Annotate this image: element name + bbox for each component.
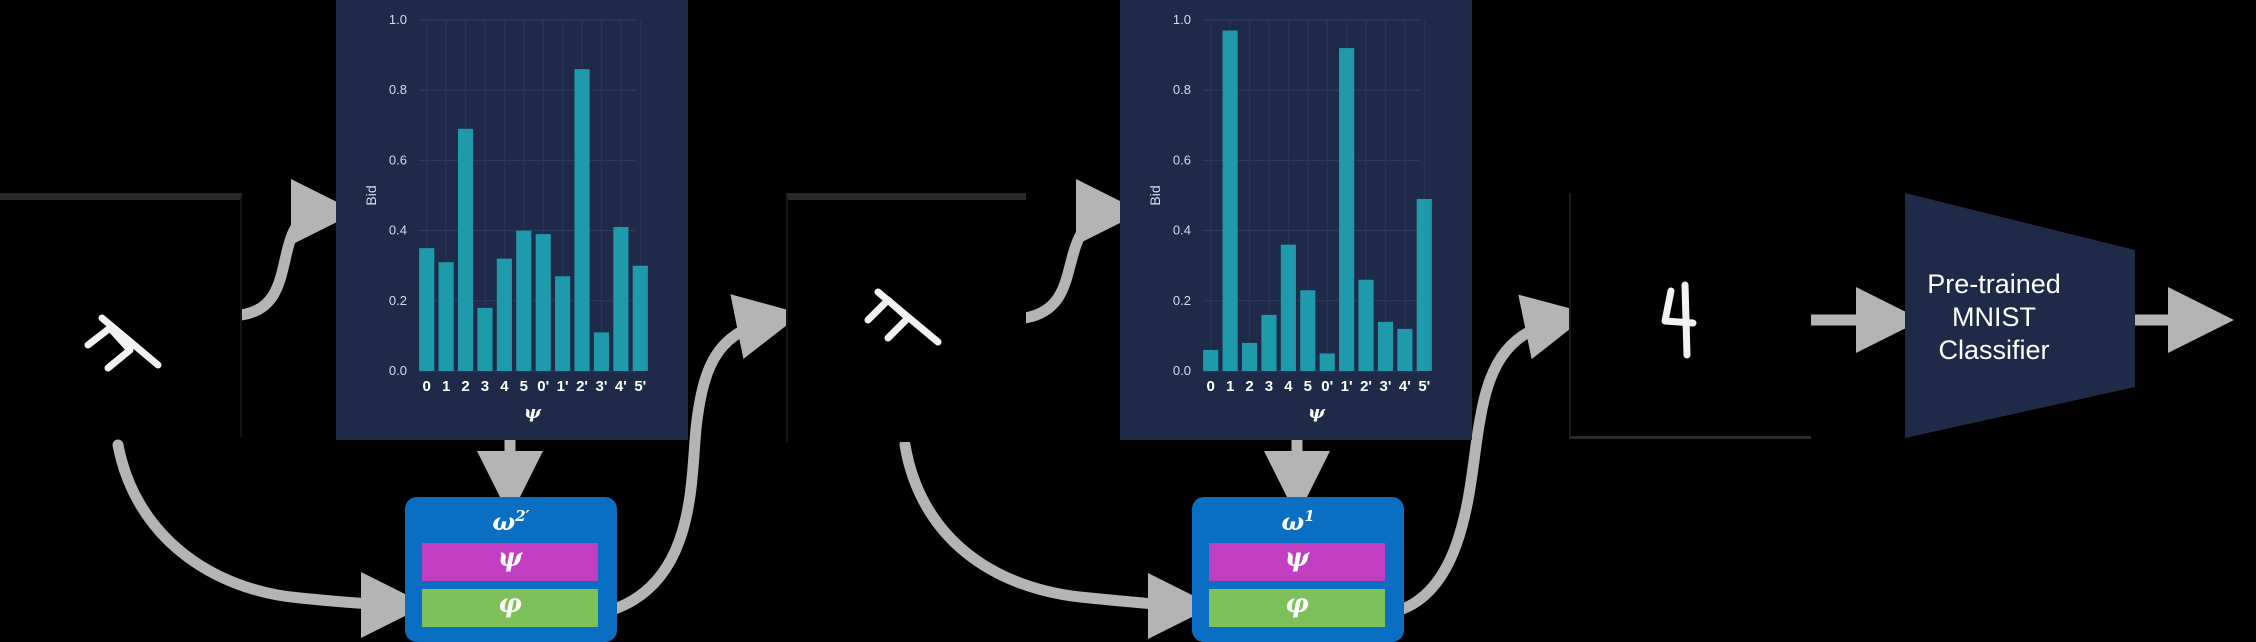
- x-tick-label: 0': [537, 378, 549, 395]
- bar-0: [1203, 349, 1219, 371]
- bar-2': [1358, 279, 1374, 371]
- bar-2': [574, 69, 590, 371]
- bar-3': [593, 332, 610, 371]
- y-tick-label: 0.6: [389, 152, 407, 167]
- x-tick-label: 4': [615, 378, 627, 395]
- bar-2: [457, 128, 474, 371]
- arrow-phi1-to-image2: [606, 294, 802, 616]
- classifier-label-line: MNIST: [1952, 302, 2036, 332]
- arrow-image1-to-chart1: [234, 179, 357, 321]
- x-tick-label: 4': [1399, 378, 1411, 395]
- output-digit-image: [1569, 193, 1811, 439]
- x-tick-label: 5': [634, 378, 646, 395]
- digit-four-upright-glyph: [1661, 281, 1697, 359]
- phi-block: φ: [422, 589, 598, 627]
- classifier-label: Pre-trained MNIST Classifier: [1910, 268, 2078, 367]
- x-tick-label: 3': [595, 378, 607, 395]
- digit-four-rotated-glyph: [84, 314, 162, 372]
- bar-5: [516, 230, 532, 371]
- agent-module-1: ω2′ ψ φ: [405, 497, 617, 642]
- bar-4': [613, 227, 629, 371]
- y-tick-label: 0.6: [1173, 152, 1191, 167]
- x-tick-label: 5: [1304, 378, 1312, 395]
- x-tick-label: 1': [557, 378, 569, 395]
- bar-3': [1377, 321, 1394, 371]
- y-tick-label: 0.0: [1173, 363, 1191, 378]
- bar-1': [1339, 48, 1355, 372]
- bar-4: [496, 258, 512, 371]
- x-tick-label: 3: [481, 378, 489, 395]
- y-tick-label: 0.8: [389, 82, 407, 97]
- y-tick-label: 0.4: [389, 223, 407, 238]
- x-tick-label: 5: [520, 378, 528, 395]
- y-tick-label: 1.0: [1173, 12, 1191, 27]
- bar-3: [1261, 314, 1277, 371]
- arrow-phi2-to-image3: [1394, 294, 1590, 616]
- bar-0: [419, 248, 435, 371]
- psi-block: ψ: [1209, 543, 1385, 581]
- x-tick-label: 2': [1360, 378, 1372, 395]
- bar-1: [438, 262, 454, 371]
- omega-label: ω1: [1281, 507, 1315, 536]
- x-tick-label: 0: [1207, 378, 1215, 395]
- arrow-image1-to-phi1: [112, 439, 427, 638]
- y-tick-label: 0.0: [389, 363, 407, 378]
- y-tick-label: 1.0: [389, 12, 407, 27]
- agent-module-2: ω1 ψ φ: [1192, 497, 1404, 642]
- bar-5: [1300, 290, 1316, 371]
- y-axis-label: Bid: [363, 185, 379, 205]
- x-tick-label: 4: [500, 378, 509, 395]
- y-axis-label: Bid: [1147, 185, 1163, 205]
- x-tick-label: 1: [442, 378, 450, 395]
- y-tick-label: 0.8: [1173, 82, 1191, 97]
- x-tick-label: 2': [576, 378, 588, 395]
- bar-0': [535, 234, 551, 371]
- x-tick-label: 4: [1284, 378, 1293, 395]
- classifier-label-line: Pre-trained: [1927, 269, 2061, 299]
- y-tick-label: 0.2: [389, 293, 407, 308]
- intermediate-digit-image: [786, 193, 1026, 442]
- bar-0': [1319, 353, 1335, 371]
- x-tick-label: 1: [1226, 378, 1234, 395]
- bar-2: [1241, 342, 1258, 371]
- x-tick-label: 3': [1379, 378, 1391, 395]
- x-tick-label: 0': [1321, 378, 1333, 395]
- digit-four-rotated-glyph: [864, 288, 942, 346]
- bar-5': [632, 265, 648, 371]
- y-tick-label: 0.2: [1173, 293, 1191, 308]
- input-digit-image: [0, 193, 242, 437]
- arrow-image2-to-chart2: [1019, 179, 1142, 324]
- x-tick-label: 2: [1245, 378, 1253, 395]
- x-tick-label: 3: [1265, 378, 1273, 395]
- bar-4': [1397, 328, 1413, 371]
- bar-1: [1222, 30, 1238, 372]
- bar-3: [477, 307, 493, 371]
- bar-4: [1280, 244, 1296, 371]
- phi-block: φ: [1209, 589, 1385, 627]
- x-axis-label: ψ: [1308, 402, 1326, 423]
- bar-5': [1416, 199, 1432, 371]
- x-tick-label: 2: [461, 378, 469, 395]
- classifier-label-line: Classifier: [1938, 335, 2050, 365]
- bar-1': [555, 276, 571, 371]
- y-tick-label: 0.4: [1173, 223, 1191, 238]
- x-axis-label: ψ: [524, 402, 542, 423]
- x-tick-label: 5': [1418, 378, 1430, 395]
- arrow-image2-to-phi2: [899, 439, 1214, 639]
- x-tick-label: 1': [1341, 378, 1353, 395]
- omega-label: ω2′: [492, 507, 530, 536]
- psi-block: ψ: [422, 543, 598, 581]
- x-tick-label: 0: [423, 378, 431, 395]
